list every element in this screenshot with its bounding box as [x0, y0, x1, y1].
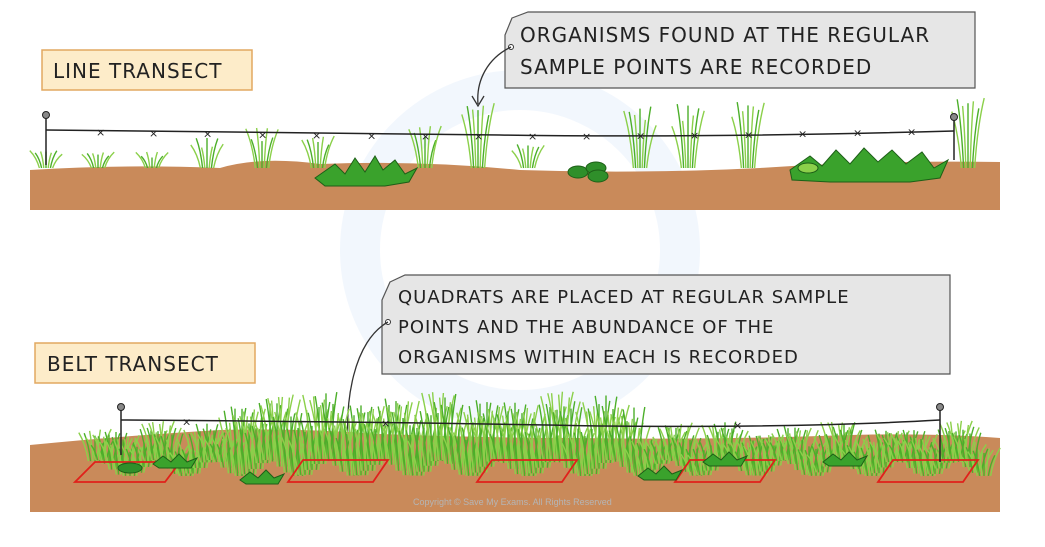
grass-tuft — [967, 447, 1001, 477]
quadrat-2 — [286, 459, 390, 483]
belt-callout-line3: ORGANISMS WITHIN EACH IS RECORDED — [398, 347, 799, 368]
belt-transect-label-box: BELT TRANSECT — [34, 342, 256, 384]
grass-tuft — [731, 102, 765, 169]
line-transect-label: LINE TRANSECT — [53, 59, 222, 83]
line-callout-line2: SAMPLE POINTS ARE RECORDED — [520, 55, 872, 79]
belt-transect-quadrats — [72, 459, 980, 483]
sample-point-mark: × — [381, 417, 390, 430]
sample-point-mark: × — [182, 416, 191, 429]
grass-tuft — [951, 97, 985, 169]
sample-point-mark: × — [636, 129, 645, 142]
sample-point-mark: × — [744, 128, 753, 141]
sample-point-mark: × — [582, 130, 591, 143]
line-transect-rope: × × × × × × × × × × × × × × × × — [42, 111, 958, 165]
line-transect-callout: ORGANISMS FOUND AT THE REGULAR SAMPLE PO… — [471, 11, 976, 108]
grass-tuft — [862, 433, 896, 474]
dandelion-rosette — [314, 155, 419, 187]
sample-point-mark: × — [96, 126, 105, 139]
grass-tuft — [301, 135, 335, 169]
sample-point-mark: × — [258, 128, 267, 141]
grass-tuft — [511, 144, 545, 169]
line-transect-plants — [29, 97, 985, 187]
belt-transect-rosettes — [117, 451, 869, 485]
grass-tuft — [245, 127, 279, 169]
sample-point-mark: × — [853, 127, 862, 140]
grass-tuft — [135, 151, 169, 169]
sample-point-mark: × — [474, 130, 483, 143]
sample-point-mark: × — [528, 130, 537, 143]
line-transect-soil — [30, 160, 1000, 210]
quadrat-4 — [673, 459, 777, 483]
belt-transect-label: BELT TRANSECT — [47, 352, 219, 376]
belt-callout-line1: QUADRATS ARE PLACED AT REGULAR SAMPLE — [398, 287, 850, 308]
grass-tuft — [81, 151, 115, 169]
watermark-logo — [340, 70, 700, 430]
grass-tuft — [671, 104, 705, 169]
belt-transect-callout: QUADRATS ARE PLACED AT REGULAR SAMPLE PO… — [343, 274, 951, 468]
grass-tuft — [190, 137, 224, 169]
sample-point-mark: × — [690, 129, 699, 142]
quadrat-5 — [876, 459, 980, 483]
sample-point-mark: × — [203, 128, 212, 141]
quadrat-3 — [475, 459, 579, 483]
sample-point-mark: × — [312, 129, 321, 142]
sample-point-mark: × — [798, 128, 807, 141]
sample-point-mark: × — [367, 130, 376, 143]
dandelion-cluster — [789, 147, 950, 183]
grass-tuft — [408, 125, 442, 169]
line-callout-line1: ORGANISMS FOUND AT THE REGULAR — [520, 23, 930, 47]
sample-point-mark: × — [907, 126, 916, 139]
sample-point-mark: × — [733, 419, 742, 432]
line-transect-label-box: LINE TRANSECT — [41, 49, 253, 91]
belt-transect-rope: × × × — [117, 403, 944, 462]
sample-point-mark: × — [149, 127, 158, 140]
copyright-notice: Copyright © Save My Exams. All Rights Re… — [413, 497, 612, 507]
quadrat-1 — [72, 461, 182, 483]
belt-callout-line2: POINTS AND THE ABUNDANCE OF THE — [398, 317, 774, 338]
clover-patch — [567, 161, 609, 183]
sample-point-mark: × — [421, 130, 430, 143]
